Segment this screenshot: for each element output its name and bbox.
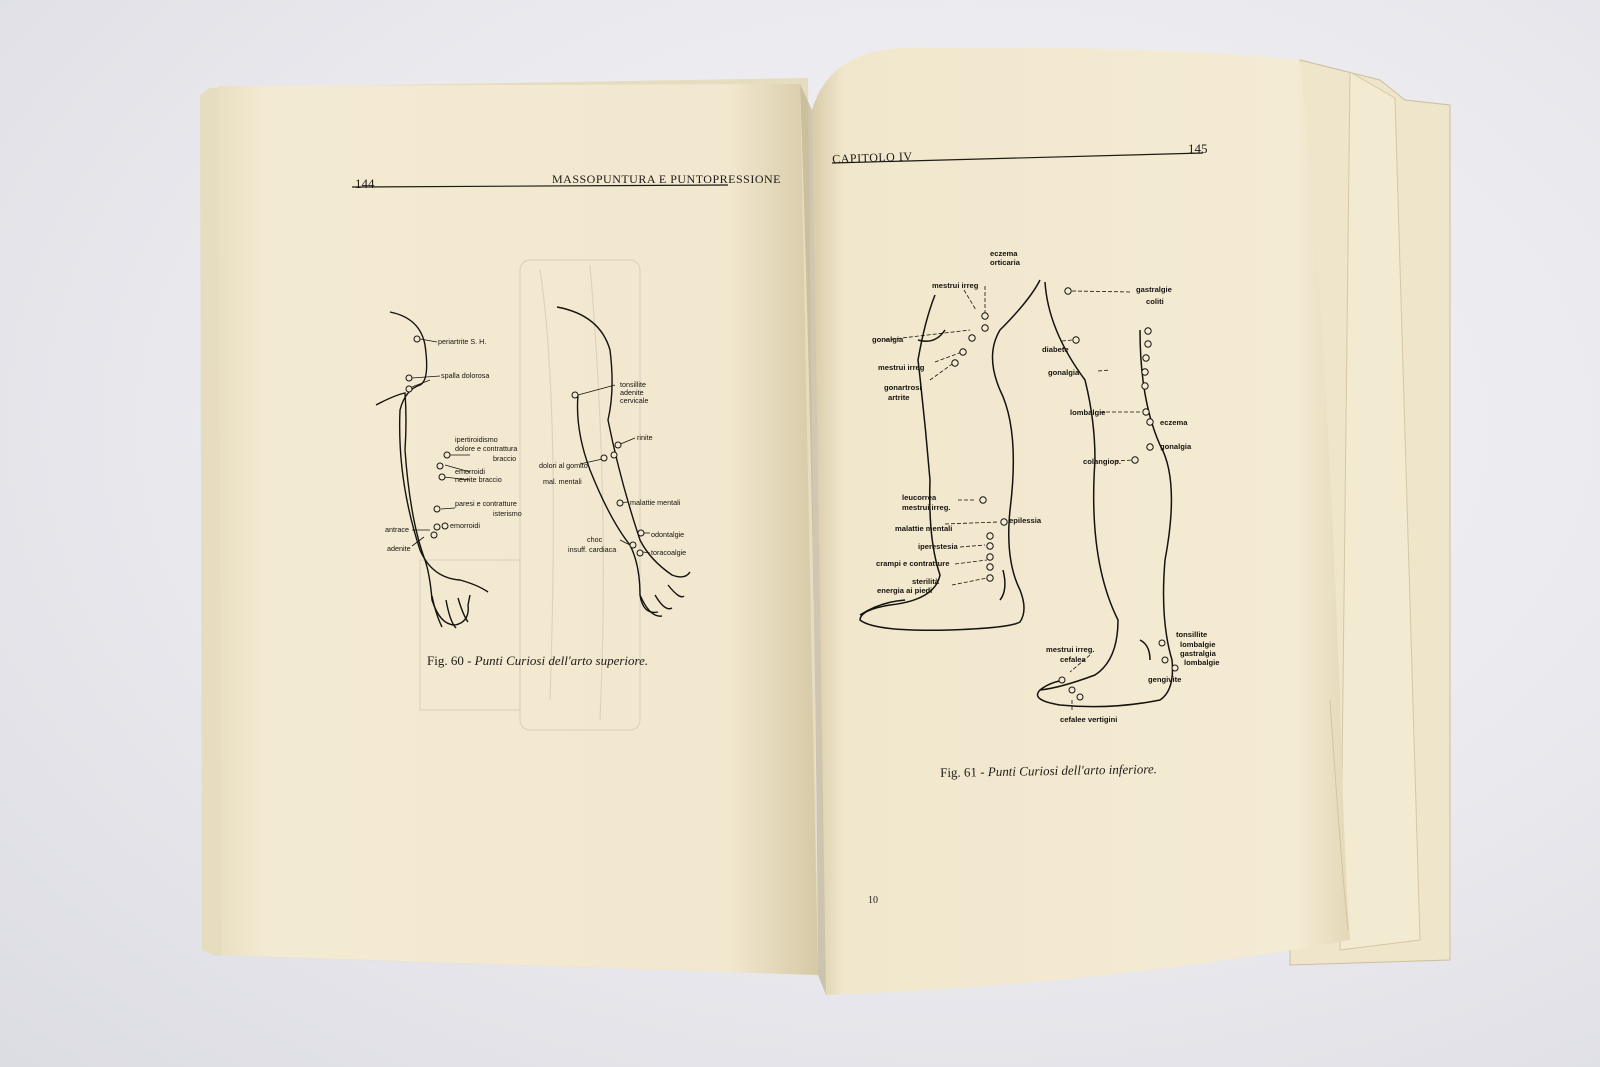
figure-60-caption: Fig. 60 - Punti Curiosi dell'arto superi… [427, 653, 648, 669]
caption-title: Punti Curiosi dell'arto superiore. [474, 653, 649, 668]
label-crampi: crampi e contratture [876, 559, 950, 568]
label-adenite-cervicale-1: adenite [620, 388, 644, 397]
arm-front-drawing [556, 306, 691, 617]
label-tonsillite-foot: tonsillite [1176, 630, 1208, 639]
label-lombalgie-2: lombalgie [1180, 640, 1216, 649]
label-odontalgie: odontalgie [651, 530, 685, 539]
label-lombalgie: lombalgie [1070, 408, 1106, 417]
label-gastralgie: gastralgie [1136, 285, 1172, 294]
label-emorroidi: emorroidi [455, 467, 485, 476]
right-page-number: 145 [1188, 141, 1208, 156]
right-page [812, 47, 1350, 995]
label-malattie-mentali-leg: malattie mentali [895, 524, 953, 533]
label-mestrui-irreg-2: mestrui irreg [878, 363, 925, 372]
label-insuff: insuff. cardiaca [568, 545, 617, 554]
caption-title-61: Punti Curiosi dell'arto inferiore. [987, 761, 1158, 780]
label-isterismo: isterismo [493, 509, 522, 518]
label-antrace: antrace [385, 525, 409, 534]
label-spalla: spalla dolorosa [441, 371, 490, 380]
label-nevrite: nevrite braccio [455, 475, 502, 484]
label-tonsillite: tonsillite [620, 380, 646, 389]
label-braccio: braccio [493, 454, 517, 463]
label-emorroidi-2: emorroidi [450, 521, 480, 530]
label-dolore: dolore e contrattura [455, 444, 518, 453]
label-dolori-gomito: dolori al gomito [539, 461, 588, 470]
label-cefalee-vertigini: cefalee vertigini [1060, 715, 1118, 724]
label-sterilita: sterilità [912, 577, 940, 586]
label-gengivite: gengivite [1148, 675, 1182, 684]
label-choc: choc [587, 535, 603, 544]
label-mestrui-irreg-foot: mestrui irreg. [1046, 645, 1095, 654]
left-running-head: MASSOPUNTURA E PUNTOPRESSIONE [552, 172, 781, 186]
label-coliti: coliti [1146, 297, 1164, 306]
arm-points [405, 335, 645, 557]
right-running-head: CAPITOLO IV [832, 149, 913, 166]
label-leucorrea: leucorrea [902, 493, 937, 502]
label-eczema-right: eczema [1160, 418, 1188, 427]
label-adenite-cervicale-2: cervicale [620, 396, 649, 405]
label-cefalea: cefalea [1060, 655, 1086, 664]
leg-side-drawing [859, 279, 1041, 632]
label-malattie-mentali: malattie mentali [630, 498, 681, 507]
label-orticaria: orticaria [990, 258, 1020, 267]
arm-back-drawing [375, 311, 489, 629]
leg-points [951, 287, 1179, 701]
label-energia: energia ai piedi [877, 586, 933, 595]
left-page [218, 84, 818, 975]
label-toracoalgie: toracoalgie [651, 548, 687, 557]
label-gastralgia: gastralgia [1180, 649, 1216, 658]
label-gonalgia-right: gonalgia [1048, 368, 1080, 377]
label-mal-mentali: mal. mentali [543, 477, 582, 486]
label-rinite: rinite [637, 433, 653, 442]
label-eczema-top: eczema [990, 249, 1018, 258]
right-page-footer-number: 10 [868, 895, 878, 906]
label-diabete: diabete [1042, 345, 1069, 354]
caption-prefix-61: Fig. 61 - [940, 764, 988, 780]
label-gonalgia-left: gonalgia [872, 335, 904, 344]
label-gonartrosi: gonartrosi [884, 383, 922, 392]
label-lombalgie-3: lombalgie [1184, 658, 1220, 667]
label-periartrite: periartrite S. H. [438, 337, 487, 346]
label-adenite: adenite [387, 544, 411, 553]
label-ipertiroidismo: ipertiroidismo [455, 435, 498, 444]
left-page-number: 144 [355, 176, 375, 191]
label-epilessia: epilessia [1009, 516, 1042, 525]
label-iperestesia: iperestesia [918, 542, 958, 551]
label-gonalgia-right-2: gonalgia [1160, 442, 1192, 451]
label-mestrui-irreg-top: mestrui irreg [932, 281, 979, 290]
caption-prefix: Fig. 60 - [427, 653, 475, 668]
label-paresi: paresi e contratture [455, 499, 517, 508]
label-colangiop: colangiop. [1083, 457, 1121, 466]
label-mestrui-irreg-3: mestrui irreg. [902, 503, 951, 512]
label-artrite: artrite [888, 393, 910, 402]
